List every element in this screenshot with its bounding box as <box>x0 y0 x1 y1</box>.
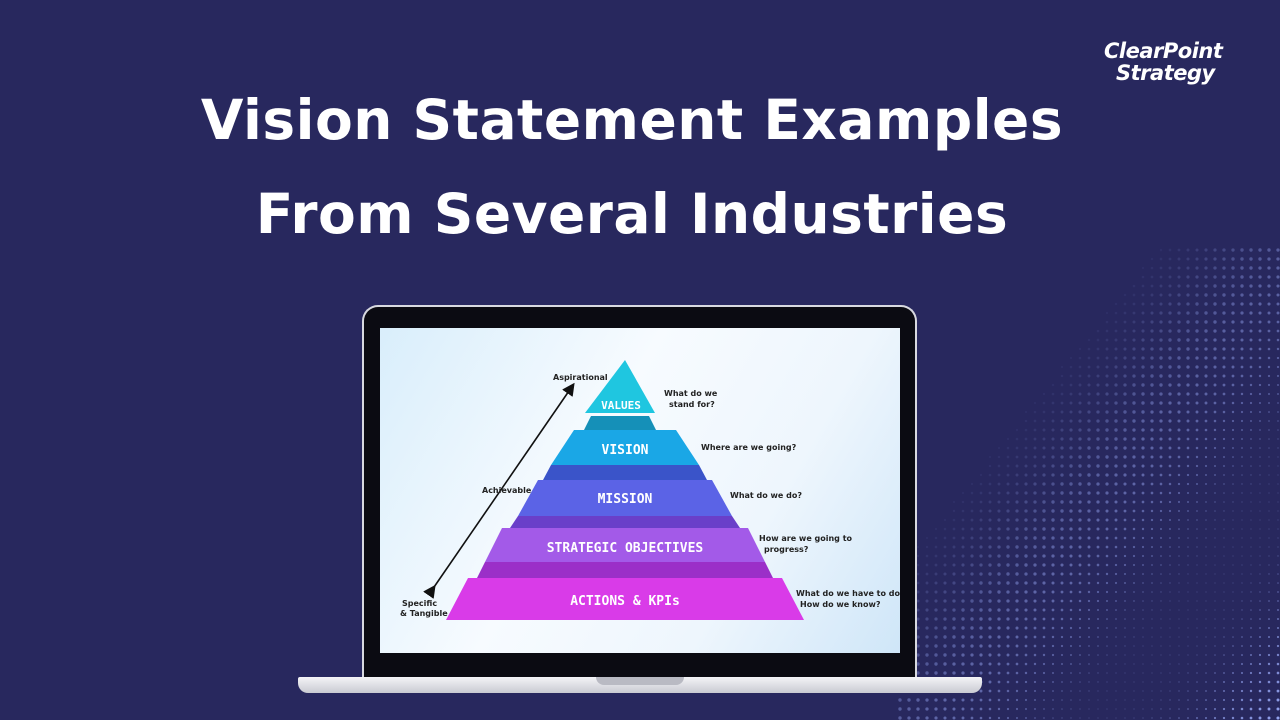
tier-label-actions: ACTIONS & KPIs <box>570 594 680 609</box>
question-objectives-2: progress? <box>764 545 809 554</box>
question-actions-1: What do we have to do? <box>796 589 900 598</box>
laptop-screen: Aspirational Achievable Specific & Tangi… <box>380 328 900 653</box>
question-actions-2: How do we know? <box>800 600 881 609</box>
tier-label-mission: MISSION <box>598 492 653 507</box>
pyramid-diagram: Aspirational Achievable Specific & Tangi… <box>400 360 900 620</box>
band-objectives-actions <box>477 562 773 578</box>
band-vision-mission <box>543 465 707 480</box>
axis-label-achievable: Achievable <box>482 486 532 495</box>
laptop-notch <box>596 677 684 685</box>
band-mission-objectives <box>510 516 740 528</box>
logo-line-2: Strategy <box>1116 61 1215 85</box>
axis-label-specific: Specific <box>402 599 437 608</box>
axis-label-tangible: & Tangible <box>400 609 448 618</box>
clearpoint-logo: ClearPoint Strategy <box>1104 40 1244 84</box>
tier-label-vision: VISION <box>602 443 649 458</box>
question-objectives-1: How are we going to <box>759 534 853 543</box>
tier-vision <box>551 430 699 465</box>
tier-label-values: VALUES <box>601 399 641 412</box>
question-mission-1: What do we do? <box>730 491 802 500</box>
question-values-1: What do we <box>664 389 718 398</box>
tier-values <box>585 360 655 413</box>
tier-label-objectives: STRATEGIC OBJECTIVES <box>547 541 704 556</box>
laptop-base <box>298 677 982 693</box>
logo-line-1: ClearPoint <box>1104 39 1223 63</box>
page-title-line-2: From Several Industries <box>255 182 1009 246</box>
tier-mission <box>518 480 732 516</box>
aspiration-arrow <box>423 382 575 599</box>
axis-label-aspirational: Aspirational <box>553 373 608 382</box>
question-vision-1: Where are we going? <box>701 443 797 452</box>
tier-actions <box>446 578 804 620</box>
band-values-vision <box>584 416 656 430</box>
question-values-2: stand for? <box>669 400 715 409</box>
page-title-line-1: Vision Statement Examples <box>200 88 1064 152</box>
tier-objectives <box>485 528 765 562</box>
